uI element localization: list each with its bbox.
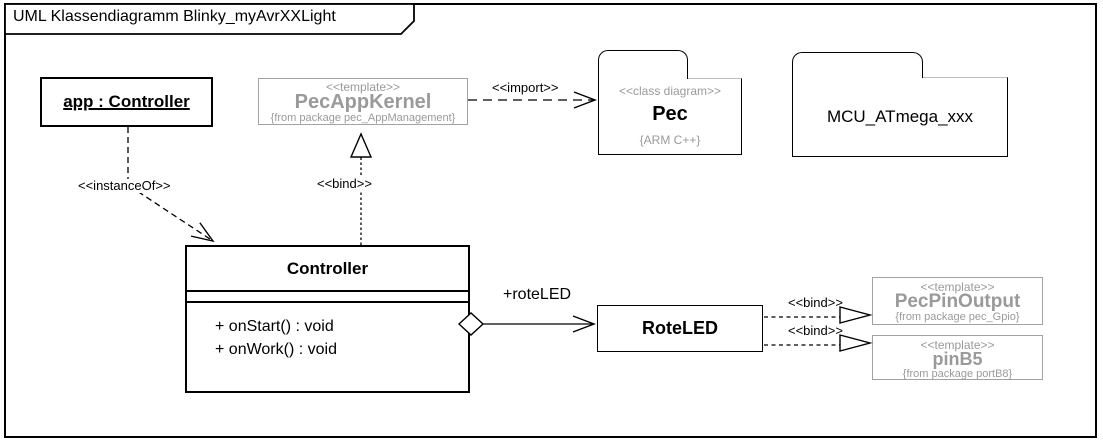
controller-operation: + onWork() : void [215,341,337,358]
controller-attributes-compartment [187,292,468,303]
pec-pin-output-package: {from package pec_Gpio} [895,311,1020,323]
bind-pin-b5-arrowhead [839,334,873,352]
bind-pin-output-arrowhead [839,306,873,324]
pec-pin-output-name: PecPinOutput [894,291,1021,312]
class-rote-led: RoteLED [597,305,763,352]
class-pec-app-kernel: <<template>> PecAppKernel {from package … [258,78,468,125]
pec-name: Pec [652,103,688,125]
bind-pin-b5-label: <<bind>> [788,323,843,338]
pin-b5-name: pinB5 [932,349,983,369]
class-pin-b5: <<template>> pinB5 {from package portB8} [872,335,1043,380]
controller-name: Controller [286,258,369,278]
class-controller: Controller + onStart() : void + onWork()… [185,245,470,393]
mcu-name: MCU_ATmega_xxx [826,107,974,126]
controller-operations-compartment: + onStart() : void + onWork() : void [187,303,468,361]
diagram-title: UML Klassendiagramm Blinky_myAvrXXLight [13,8,336,25]
object-app-controller: app : Controller [40,77,213,127]
package-pec-tab [598,50,688,79]
pin-b5-package: {from package portB8} [902,368,1013,380]
instanceof-label: <<instanceOf>> [76,178,173,193]
bind-pin-output-label: <<bind>> [788,295,843,310]
controller-name-compartment: Controller [187,247,468,292]
package-mcu: MCU_ATmega_xxx [792,77,1008,157]
pec-app-kernel-package: {from package pec_AppManagement} [270,112,456,124]
controller-operation: + onStart() : void [215,318,334,335]
bind-kernel-label: <<bind>> [315,176,374,191]
package-mcu-tab [792,52,923,78]
class-pec-pin-output: <<template>> PecPinOutput {from package … [872,277,1043,325]
pec-stereotype: <<class diagram>> [618,84,722,98]
pec-tag: {ARM C++} [639,133,701,147]
object-app-controller-name: app : Controller [63,92,190,111]
rote-led-name: RoteLED [642,318,718,338]
package-pec: <<class diagram>> Pec {ARM C++} [598,78,742,155]
aggregation-role-label: +roteLED [503,286,572,303]
import-label: <<import>> [492,80,559,95]
pec-app-kernel-name: PecAppKernel [294,91,432,113]
